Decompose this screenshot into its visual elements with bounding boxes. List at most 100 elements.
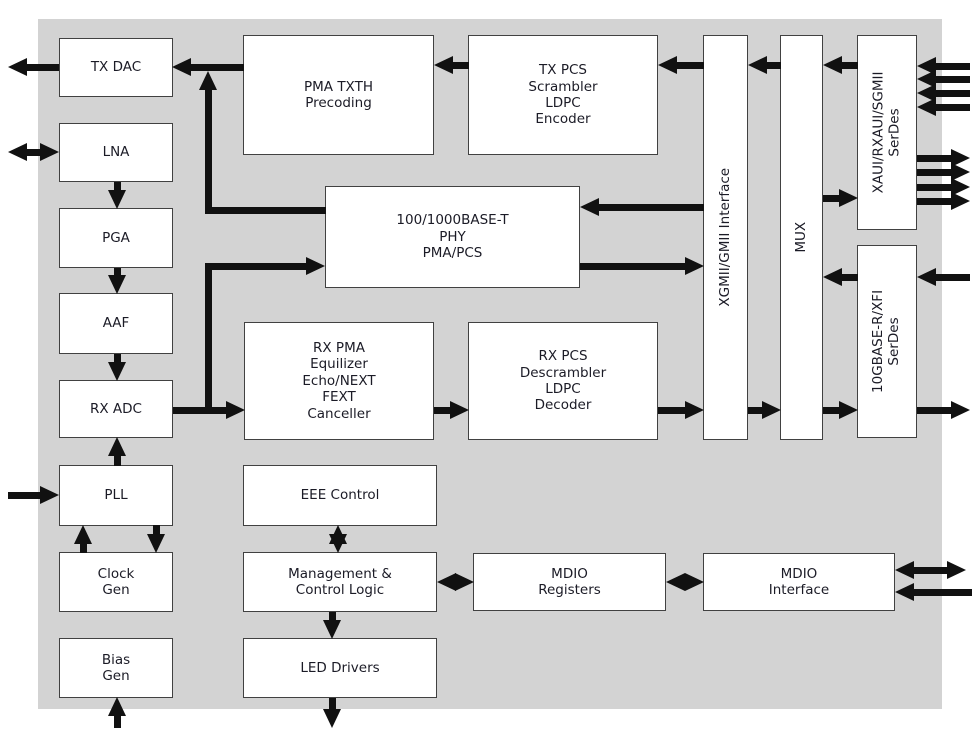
arrowhead-left-icon [917,70,936,88]
arrow-lna-external [8,143,59,161]
arrow-shaft [187,64,244,71]
arrow-shaft [205,263,310,270]
line-phy-out-horizontal [205,207,326,214]
block-label-line: XAUI/RXAUI/SGMII [870,71,887,194]
arrowhead-right-icon [951,149,970,167]
arrowhead-left-icon [580,198,599,216]
block-label-line: MUX [793,222,810,253]
arrow-shaft [23,149,44,156]
arrow-shaft [114,712,121,728]
block-label-line: MDIO [551,565,588,582]
arrow-shaft [173,407,230,414]
block-label-line: Echo/NEXT [302,372,376,389]
arrowhead-right-icon [839,401,858,419]
block-label-line: SerDes [887,317,903,366]
arrow-rxpcs-to-xgmii [658,401,704,419]
arrowhead-right-icon [685,573,704,591]
arrow-shaft [580,263,689,270]
arrow-txdac-out [8,58,59,76]
arrow-xaui-out-1 [917,149,970,167]
arrowhead-right-icon [40,143,59,161]
arrow-biasgen-in [108,697,126,728]
arrow-mgmt-to-led [323,612,341,639]
block-lna: LNA [59,123,173,182]
arrowhead-up-icon [108,437,126,456]
block-label-line: Gen [102,582,130,598]
arrowhead-left-icon [823,268,842,286]
block-label-line: LDPC [545,381,581,397]
block-label-line: Control Logic [295,582,385,598]
arrow-xgmii-to-phy [580,198,704,216]
arrow-shaft [932,90,970,97]
block-eee-control: EEE Control [243,465,437,526]
arrowhead-right-icon [685,257,704,275]
arrowhead-down-icon [323,709,341,728]
arrowhead-left-icon [895,583,914,601]
block-label: PGA [102,230,130,246]
block-label-line: MDIO [780,565,818,582]
arrow-junction-to-phy [205,257,325,275]
arrowhead-left-icon [658,56,677,74]
block-label-line: Descrambler [519,364,607,381]
arrowhead-left-icon [8,143,27,161]
arrowhead-left-icon [895,561,914,579]
arrow-shaft [910,567,951,574]
arrow-xgmii-to-txpcs [658,56,704,74]
arrow-shaft [658,407,689,414]
block-tx-dac: TX DAC [59,38,173,97]
arrow-shaft [329,698,336,713]
arrowhead-left-icon [434,56,453,74]
arrowhead-left-icon [917,98,936,116]
arrow-shaft [449,62,469,69]
arrow-pll-to-clkgen [147,525,165,553]
arrow-shaft [838,62,858,69]
block-label: XGMII/GMII Interface [717,168,733,307]
block-label: AAF [103,315,130,331]
block-label: PLL [104,487,127,503]
arrowhead-down-icon [108,190,126,209]
block-label-line: LDPC [545,95,581,111]
block-label-line: Encoder [535,111,591,128]
arrow-shaft [434,407,454,414]
arrow-shaft [153,525,160,538]
block-pga: PGA [59,208,173,268]
arrow-pll-to-rxadc [108,437,126,466]
arrowhead-down-icon [147,534,165,553]
arrowhead-right-icon [450,401,469,419]
arrowhead-up-icon [74,525,92,544]
arrow-shaft [932,63,970,70]
arrowhead-up-icon [199,71,217,90]
block-label-line: RX PCS [538,348,588,365]
arrowhead-left-icon [437,573,456,591]
block-label-line: TX PCS [539,62,587,79]
arrowhead-left-icon [823,56,842,74]
arrow-xfi-to-mux [823,268,858,286]
arrow-shaft [932,76,970,83]
arrow-mux-to-xaui [823,189,858,207]
arrow-mux-to-xfi [823,401,858,419]
block-label-line: Bias [101,651,131,668]
arrow-shaft [80,540,87,553]
arrow-shaft [595,204,704,211]
arrowhead-left-icon [666,573,685,591]
arrow-shaft [114,182,121,194]
block-label: MUX [793,222,809,253]
block-label-line: PHY [439,228,466,245]
block-aaf: AAF [59,293,173,354]
arrow-xaui-in-2 [917,70,970,88]
arrow-shaft [917,407,955,414]
arrow-mux-to-xgmii [748,56,781,74]
arrow-xfi-in [917,268,970,286]
arrow-pga-to-aaf [108,268,126,294]
block-label-line: Canceller [307,405,371,422]
arrowhead-right-icon [762,401,781,419]
